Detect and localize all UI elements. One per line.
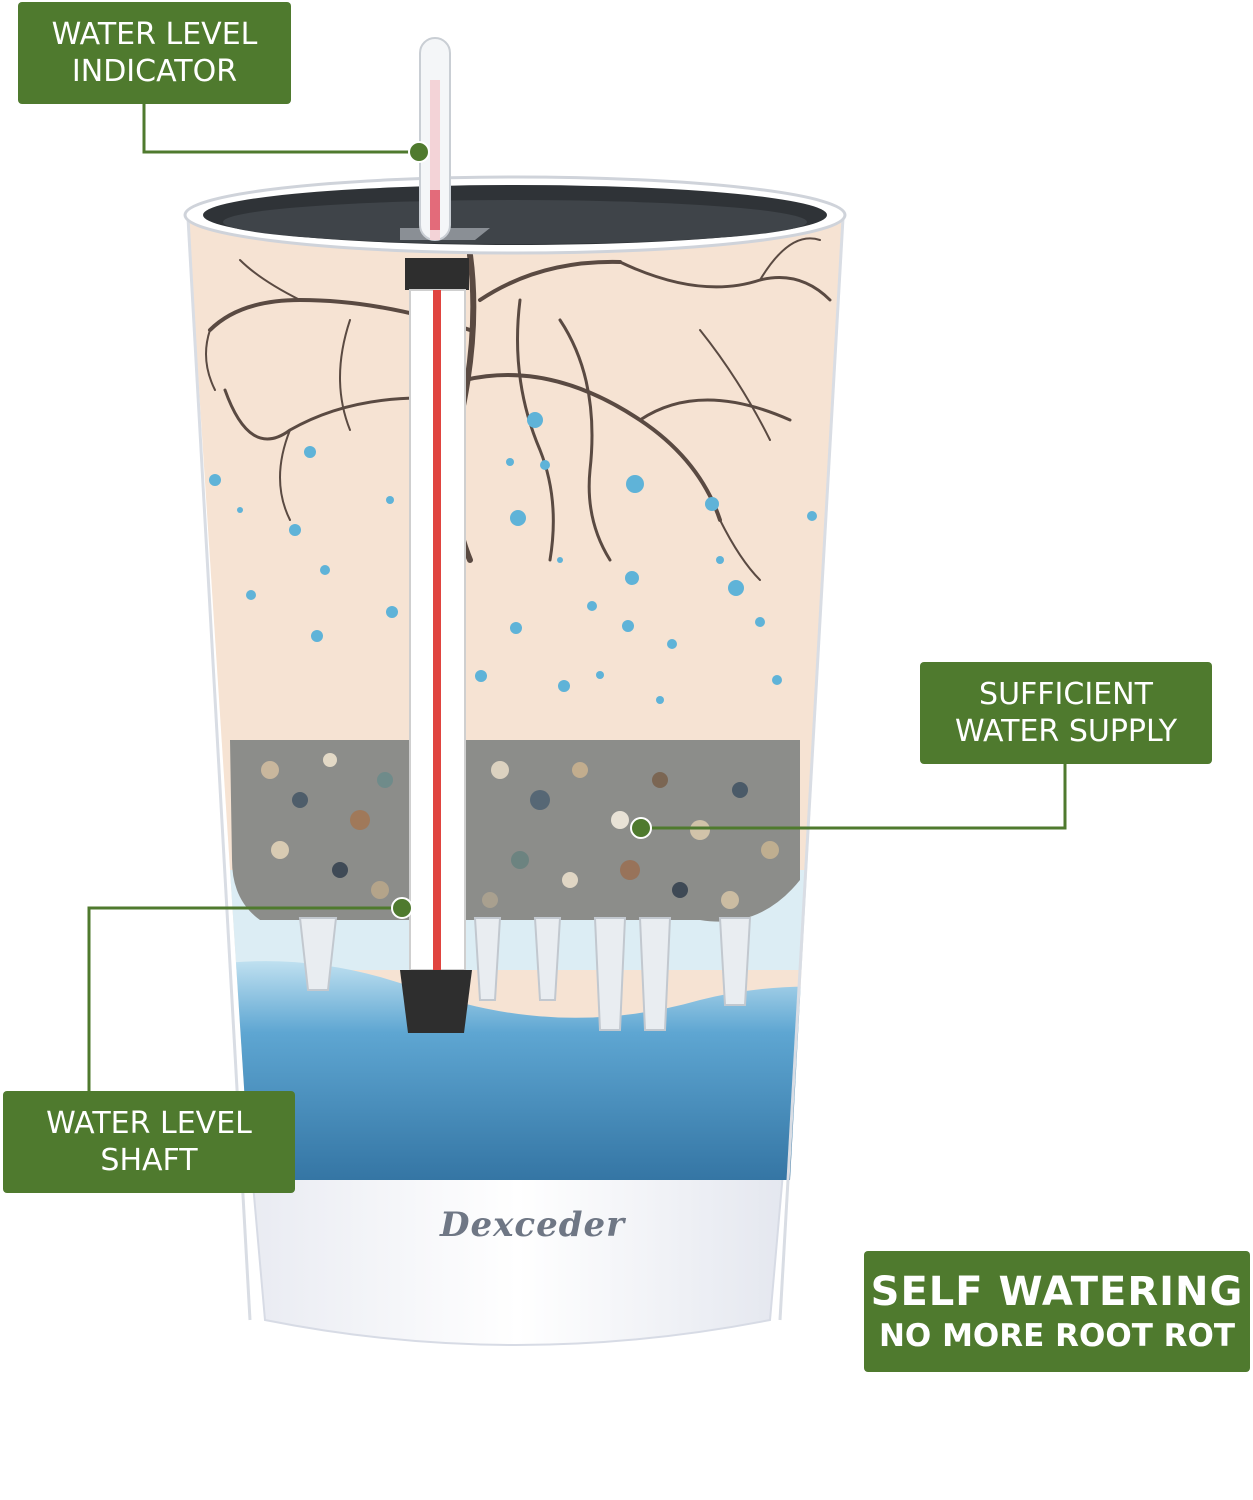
callout-dots: [391, 141, 652, 919]
callout-line-1: WATER LEVEL: [46, 1105, 252, 1141]
water-reservoir: [188, 961, 843, 1180]
water-level-shaft: [400, 258, 472, 1033]
callout-line-1: WATER LEVEL: [51, 16, 258, 52]
brand-logo: Dexceder: [440, 1205, 626, 1245]
gravel-layer: [230, 740, 800, 922]
callout-water-level-indicator: WATER LEVEL INDICATOR: [18, 2, 291, 104]
callout-line-2: WATER SUPPLY: [954, 714, 1178, 749]
callout-line-1: SUFFICIENT: [979, 676, 1153, 712]
headline-title: SELF WATERING: [870, 1269, 1244, 1316]
pot-base: [248, 1149, 787, 1346]
water-level-indicator: [400, 37, 490, 241]
water-droplets: [209, 412, 817, 704]
callout-sufficient-water-supply: SUFFICIENT WATER SUPPLY: [920, 662, 1212, 764]
callout-line-2: INDICATOR: [71, 54, 238, 89]
wicking-legs: [298, 917, 752, 1031]
gravel-stones: [261, 753, 779, 909]
indicator-red-line: [433, 290, 441, 970]
callout-line-2: SHAFT: [100, 1143, 198, 1178]
headline-self-watering: SELF WATERING NO MORE ROOT ROT: [864, 1251, 1250, 1372]
callout-lines: [87, 104, 1067, 1091]
headline-subtitle: NO MORE ROOT ROT: [878, 1318, 1235, 1355]
callout-water-level-shaft: WATER LEVEL SHAFT: [3, 1091, 295, 1193]
